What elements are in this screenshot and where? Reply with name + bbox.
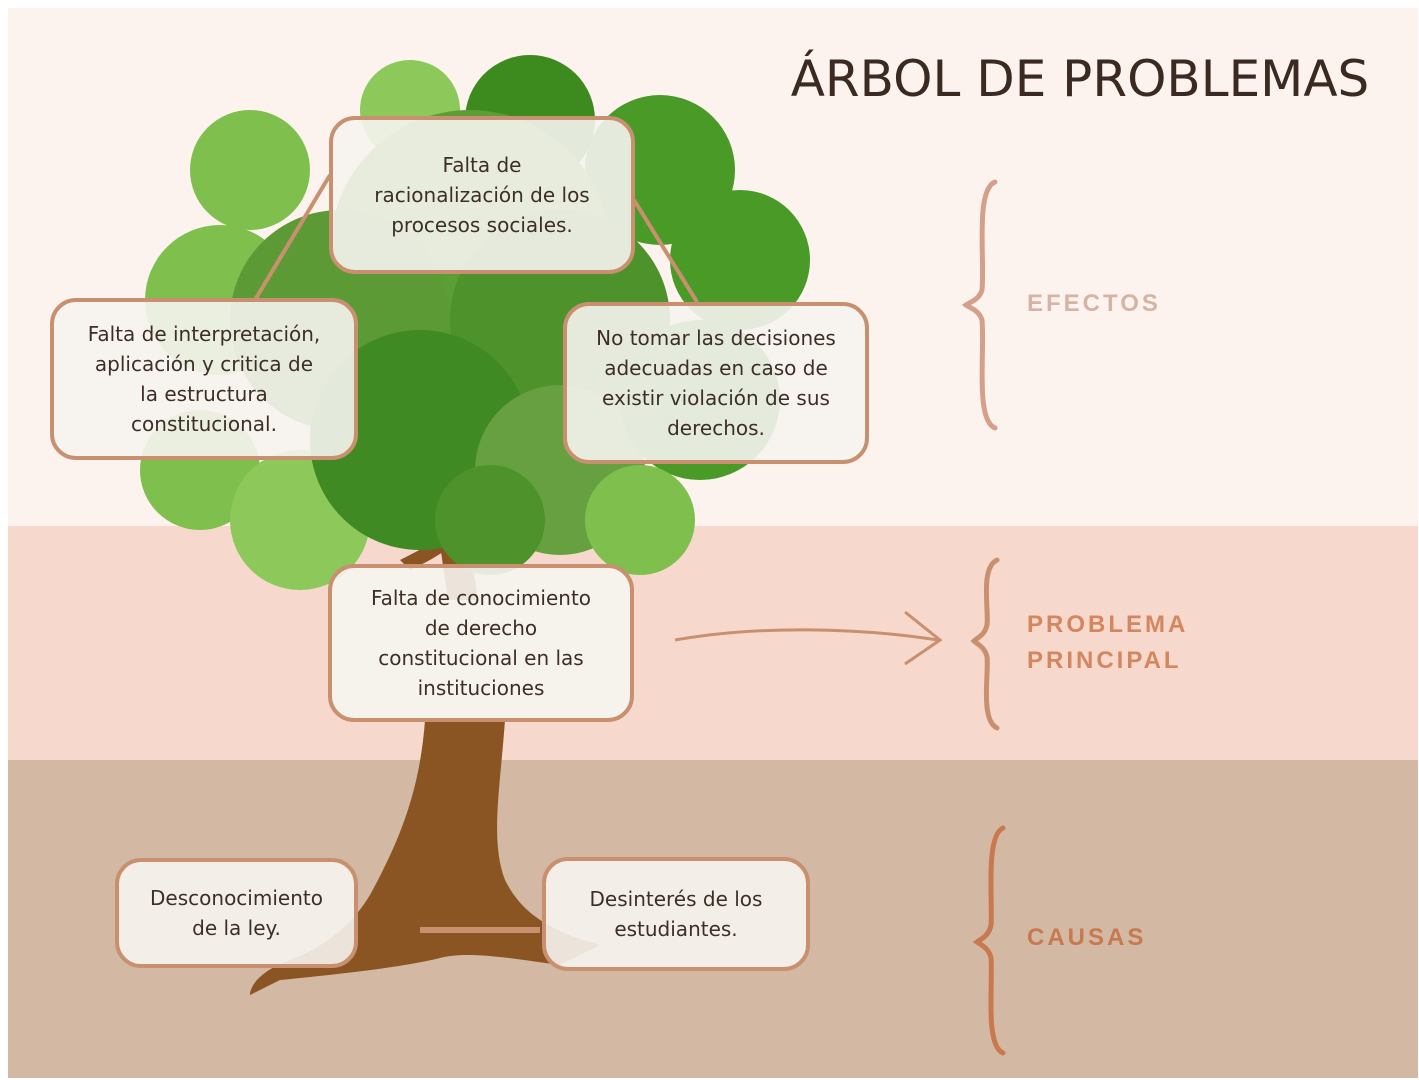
main-problem-arrow	[674, 610, 943, 666]
main-problem-text: Falta de conocimiento de derecho constit…	[370, 586, 592, 700]
cause-box-right: Desinterés de los estudiantes.	[542, 857, 810, 971]
diagram-title: ÁRBOL DE PROBLEMAS	[790, 50, 1370, 108]
effects-label: EFECTOS	[1027, 290, 1161, 317]
effects-brace	[961, 179, 998, 431]
main-problem-box: Falta de conocimiento de derecho constit…	[328, 564, 634, 722]
causes-brace	[972, 825, 1006, 1056]
effect-connectors	[253, 173, 699, 304]
cause-box-left: Desconocimiento de la ley.	[115, 858, 358, 968]
effect-box-left: Falta de interpretación, aplicación y cr…	[50, 298, 358, 460]
main-problem-brace	[970, 557, 1000, 731]
effect-text-left: Falta de interpretación, aplicación y cr…	[87, 322, 321, 436]
cause-text-left: Desconocimiento de la ley.	[150, 886, 323, 940]
causes-label: CAUSAS	[1027, 924, 1147, 951]
effect-text-top: Falta de racionalización de los procesos…	[374, 153, 590, 237]
main-problem-band	[8, 526, 1418, 760]
main-problem-label: PROBLEMA PRINCIPAL	[1027, 611, 1189, 674]
effect-box-right: No tomar las decisiones adecuadas en cas…	[563, 302, 869, 464]
effect-text-right: No tomar las decisiones adecuadas en cas…	[596, 326, 836, 440]
cause-text-right: Desinterés de los estudiantes.	[589, 887, 763, 941]
effect-box-top: Falta de racionalización de los procesos…	[329, 116, 635, 274]
